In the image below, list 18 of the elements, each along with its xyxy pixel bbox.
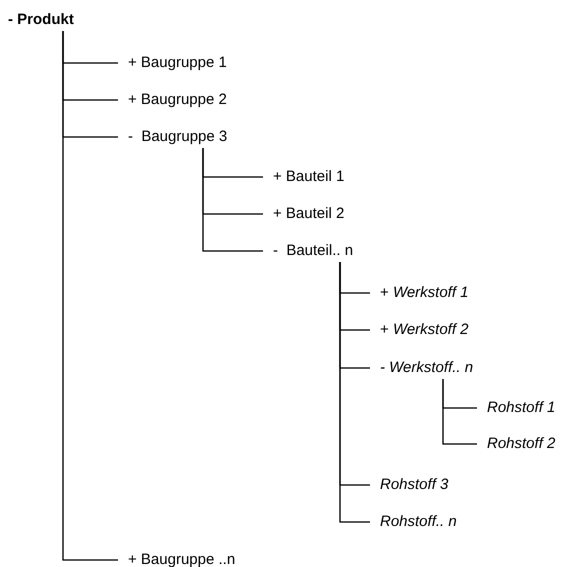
tree-item: + Baugruppe 2: [128, 91, 227, 109]
connector-line: [442, 379, 477, 445]
tree-item: Rohstoff.. n: [380, 513, 457, 531]
tree-item: Rohstoff 1: [487, 399, 556, 417]
tree-item: + Bauteil 2: [273, 205, 344, 223]
connector-line: [62, 31, 118, 561]
tree-item: - Produkt: [8, 11, 74, 29]
tree-item: Rohstoff 2: [487, 435, 556, 453]
tree-item: Rohstoff 3: [380, 476, 448, 494]
tree-item: + Baugruppe 1: [128, 54, 227, 72]
connector-line: [202, 148, 263, 252]
tree-item: + Werkstoff 1: [380, 284, 469, 302]
tree-item: - Bauteil.. n: [273, 242, 354, 260]
tree-item: + Werkstoff 2: [380, 321, 469, 339]
tree-item: + Bauteil 1: [273, 168, 344, 186]
tree-item: - Baugruppe 3: [128, 128, 228, 146]
tree-item: - Werkstoff.. n: [380, 359, 474, 377]
tree-item: + Baugruppe ..n: [128, 551, 236, 567]
